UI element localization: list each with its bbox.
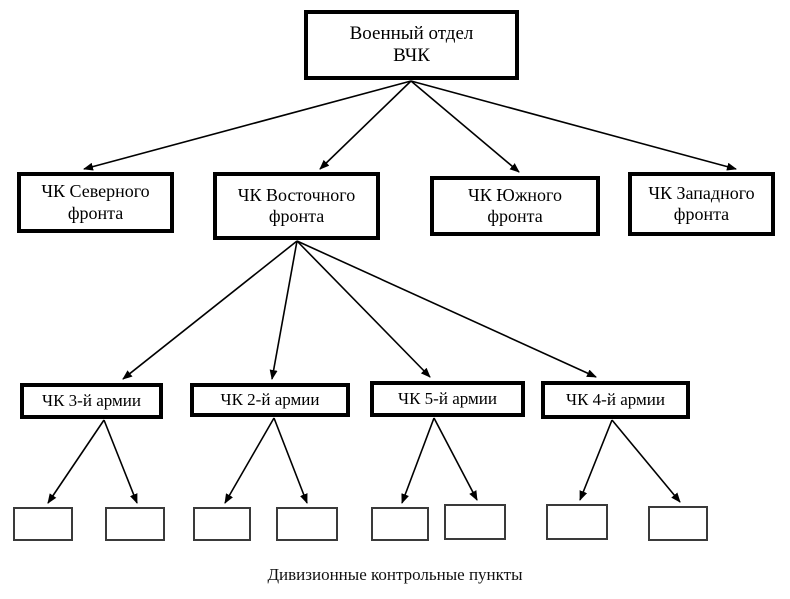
node-cp-5[interactable] bbox=[371, 507, 429, 541]
edge-army-4-to-cp-8 bbox=[611, 419, 681, 503]
node-army-2-label: ЧК 2-й армии bbox=[220, 389, 320, 409]
node-army-3-label: ЧК 3-й армии bbox=[42, 390, 141, 410]
edge-root-to-front-south bbox=[410, 80, 520, 173]
node-army-5-label: ЧК 5-й армии bbox=[398, 388, 497, 408]
node-root-label: Военный отдел ВЧК bbox=[349, 22, 474, 66]
edge-front-east-to-army-2 bbox=[269, 240, 298, 380]
edge-army-3-to-cp-2 bbox=[103, 419, 138, 504]
node-cp-2[interactable] bbox=[105, 507, 165, 541]
edge-army-2-to-cp-3 bbox=[224, 417, 275, 504]
node-cp-1[interactable] bbox=[13, 507, 73, 541]
node-front-north[interactable]: ЧК Северного фронта bbox=[17, 172, 174, 233]
node-cp-6[interactable] bbox=[444, 504, 506, 540]
edge-root-to-front-north bbox=[83, 80, 412, 171]
node-front-west[interactable]: ЧК Западного фронта bbox=[628, 172, 775, 236]
node-army-2[interactable]: ЧК 2-й армии bbox=[190, 383, 350, 417]
node-army-5[interactable]: ЧК 5-й армии bbox=[370, 381, 525, 417]
node-cp-8[interactable] bbox=[648, 506, 708, 541]
edge-front-east-to-army-4 bbox=[296, 240, 597, 378]
node-cp-7[interactable] bbox=[546, 504, 608, 540]
edge-front-east-to-army-5 bbox=[296, 240, 431, 378]
diagram-caption: Дивизионные контрольные пункты bbox=[267, 565, 523, 584]
edge-army-5-to-cp-6 bbox=[433, 417, 478, 501]
edge-root-to-front-east bbox=[319, 80, 412, 170]
edge-army-3-to-cp-1 bbox=[47, 419, 105, 504]
node-army-3[interactable]: ЧК 3-й армии bbox=[20, 383, 163, 419]
edge-army-2-to-cp-4 bbox=[273, 417, 308, 504]
edge-army-5-to-cp-5 bbox=[401, 417, 435, 504]
node-cp-3[interactable] bbox=[193, 507, 251, 541]
node-front-west-label: ЧК Западного фронта bbox=[648, 182, 755, 224]
node-front-east-label: ЧК Восточного фронта bbox=[237, 184, 356, 226]
node-root[interactable]: Военный отдел ВЧК bbox=[304, 10, 519, 80]
node-front-south[interactable]: ЧК Южного фронта bbox=[430, 176, 600, 236]
connector-arrows bbox=[47, 80, 737, 504]
node-army-4-label: ЧК 4-й армии bbox=[566, 389, 665, 409]
edge-front-east-to-army-3 bbox=[122, 240, 298, 380]
node-front-south-label: ЧК Южного фронта bbox=[468, 184, 562, 226]
node-cp-4[interactable] bbox=[276, 507, 338, 541]
node-army-4[interactable]: ЧК 4-й армии bbox=[541, 381, 690, 419]
node-front-north-label: ЧК Северного фронта bbox=[41, 181, 150, 223]
edge-army-4-to-cp-7 bbox=[579, 419, 613, 501]
node-front-east[interactable]: ЧК Восточного фронта bbox=[213, 172, 380, 240]
edge-root-to-front-west bbox=[410, 80, 737, 171]
